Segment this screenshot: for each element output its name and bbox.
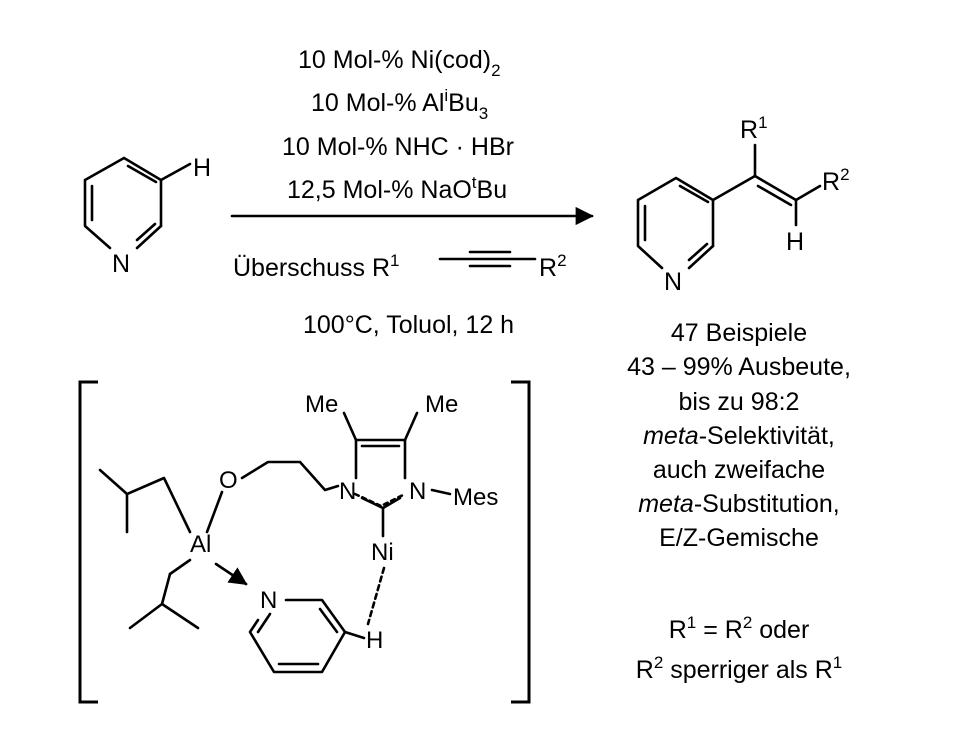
intermediate-methyl-2: Me (425, 391, 458, 418)
intermediate-oxygen: O (219, 467, 238, 494)
results-double: auch zweifache (653, 456, 825, 484)
intermediate-hydrogen: H (366, 627, 383, 654)
condition-temperature: 100°C, Toluol, 12 h (303, 311, 514, 339)
product-r1: R1 (740, 113, 768, 144)
results-meta-substitution: meta-Substitution, (638, 490, 840, 518)
product-nitrogen: N (664, 268, 682, 296)
reactant-nitrogen: N (112, 250, 130, 278)
results-ratio: bis zu 98:2 (679, 388, 800, 416)
intermediate-methyl-1: Me (305, 391, 338, 418)
intermediate-nitrogen-2: N (409, 478, 426, 505)
intermediate-nitrogen-1: N (339, 478, 356, 505)
reaction-conditions: 10 Mol-% Ni(cod)2 10 Mol-% AliBu3 10 Mol… (230, 46, 594, 339)
product-r2: R2 (822, 165, 850, 196)
intermediate-mesityl: Mes (453, 484, 498, 511)
results-ez-mixtures: E/Z-Gemische (659, 524, 819, 552)
results-r-definition-1: R1 = R2 oder (669, 613, 810, 644)
condition-alkyne-r2: R2 (539, 251, 567, 282)
reactant-hydrogen: H (193, 154, 211, 182)
product-hydrogen: H (786, 228, 804, 256)
condition-catalyst: 10 Mol-% Ni(cod)2 (298, 46, 501, 80)
intermediate-aluminium: Al (190, 531, 211, 558)
results-r-definition-2: R2 sperriger als R1 (636, 653, 843, 684)
intermediate-complex: Me Me O N N Mes Al Ni N H (78, 380, 531, 704)
bracket-left (78, 380, 98, 704)
results-meta-selectivity: meta-Selektivität, (643, 422, 835, 450)
intermediate-pyridine-nitrogen: N (260, 587, 277, 614)
results-summary: 47 Beispiele 43 – 99% Ausbeute, bis zu 9… (627, 319, 851, 684)
bracket-right (511, 380, 531, 704)
condition-ligand: 10 Mol-% NHC · HBr (282, 133, 514, 161)
results-examples: 47 Beispiele (671, 319, 807, 347)
reactant-pyridine: N H (83, 154, 211, 278)
intermediate-nickel: Ni (371, 539, 394, 566)
product-vinylpyridine: N R1 R2 H (636, 113, 850, 296)
condition-base: 12,5 Mol-% NaOtBu (287, 173, 507, 204)
results-yield: 43 – 99% Ausbeute, (627, 353, 851, 381)
condition-cocatalyst: 10 Mol-% AliBu3 (311, 86, 488, 123)
alkyne-triple-bond (438, 250, 537, 268)
condition-alkyne-label: Überschuss R1 (233, 251, 399, 282)
